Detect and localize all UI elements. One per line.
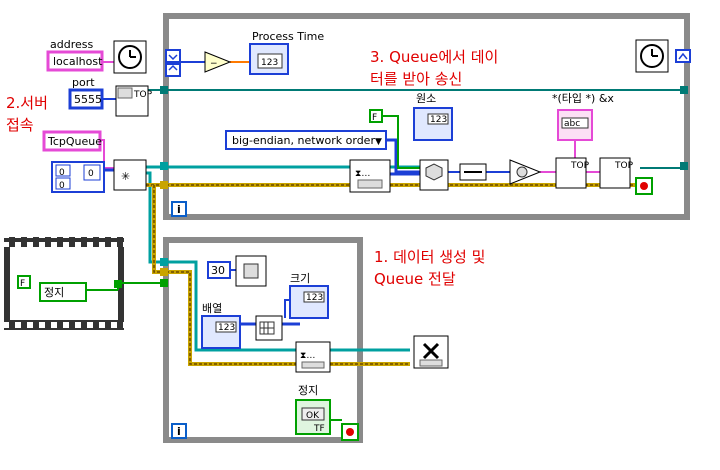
tcp-open-top-text: TOP [133, 90, 153, 100]
false-constant-top-text: F [372, 113, 377, 123]
array-index-2: 0 [59, 181, 65, 191]
port-control[interactable] [68, 88, 104, 110]
shift-register-in [165, 49, 181, 63]
size-indicator: 123 [289, 285, 329, 319]
stop-local-variable[interactable]: 정지 [39, 282, 87, 302]
stop-button-text: OK [306, 411, 320, 421]
iteration-label-top: i [177, 203, 181, 216]
shift-register-out [165, 63, 181, 77]
elements-indicator-value: 123 [430, 115, 447, 125]
wires [75, 61, 684, 421]
stop-button-tf-text: TF [313, 424, 325, 434]
tcp-write-2-top-text: TOP [614, 161, 634, 171]
iteration-terminal-top [171, 201, 187, 217]
port-label: port [72, 76, 95, 89]
string-length-node[interactable] [459, 163, 487, 181]
obtain-queue-glyph: ✳ [121, 170, 130, 183]
typecast-label: *(타입 *) &x [552, 92, 614, 105]
tunnel-connection-right [680, 162, 688, 170]
tcp-write-node-2[interactable]: TOP [599, 157, 634, 189]
process-time-indicator: 123 [249, 43, 289, 75]
note-step-2-line2: 접속 [6, 116, 34, 134]
stop-label: 정지 [298, 384, 318, 397]
process-time-value: 123 [261, 58, 278, 68]
queue-name-constant[interactable] [42, 130, 102, 152]
tick-count-clock-right[interactable] [635, 39, 669, 73]
wait-ms-node[interactable] [235, 255, 267, 287]
note-step-3-line2: 터를 받아 송신 [370, 70, 462, 88]
array-control-value: 123 [218, 323, 235, 333]
byte-order-dropdown-icon: ▼ [375, 137, 382, 147]
dequeue-glyph: ⧗… [355, 169, 370, 179]
byte-order-ring[interactable]: big-endian, network order ▼ [225, 130, 387, 150]
tick-count-clock-left[interactable] [113, 40, 147, 74]
note-step-1-line1: 1. 데이터 생성 및 [374, 248, 485, 266]
false-constant-seq-text: F [20, 279, 25, 289]
loop-stop-terminal-bottom[interactable] [341, 423, 359, 441]
loop-stop-terminal-top[interactable] [635, 177, 653, 195]
size-label: 크기 [290, 272, 310, 285]
tunnel-connection-in [160, 86, 168, 94]
stop-button-control[interactable]: OK TF [295, 399, 331, 435]
top-while-loop: i [163, 13, 690, 220]
tcp-open-connection-node[interactable]: TOP [115, 85, 153, 117]
wait-ms-value: 30 [211, 264, 225, 277]
tunnel-connection-out [680, 86, 688, 94]
tcp-write-node-1[interactable]: TOP [555, 157, 590, 189]
svg-text:−: − [210, 59, 218, 69]
tunnel-seq-out [114, 280, 122, 288]
wait-ms-constant[interactable] [207, 261, 231, 279]
tunnel-queue-in [160, 162, 168, 170]
note-step-3-line1: 3. Queue에서 데이 [370, 48, 498, 66]
address-value: localhost [53, 55, 103, 68]
false-constant-top[interactable] [369, 109, 383, 123]
type-cast-node[interactable] [509, 159, 542, 185]
iteration-terminal-bottom [171, 423, 187, 439]
bottom-while-loop: i [163, 237, 363, 443]
typecast-string-indicator: abc [557, 109, 593, 141]
note-step-1-line2: Queue 전달 [374, 270, 456, 288]
address-control[interactable] [46, 50, 104, 72]
subtract-node[interactable]: − [204, 51, 232, 73]
enqueue-element-node[interactable]: ⧗… [295, 341, 331, 373]
dequeue-element-node[interactable]: ⧗… [349, 159, 391, 193]
port-value: 5555 [74, 93, 102, 106]
note-step-2-line1: 2.서버 [6, 94, 48, 112]
byte-order-value: big-endian, network order [232, 134, 375, 147]
shift-register-right [675, 49, 691, 63]
tunnel-stop-bottom [160, 279, 168, 287]
false-constant-seq[interactable] [17, 275, 31, 289]
elements-label: 원소 [416, 92, 436, 105]
tunnel-error-in [160, 181, 168, 189]
stop-local-variable-text: 정지 [44, 286, 64, 299]
iteration-label-bottom: i [177, 425, 181, 438]
array-constant[interactable]: 0 0 0 [51, 161, 105, 193]
array-size-node[interactable] [255, 315, 283, 341]
array-control[interactable]: 123 [201, 315, 241, 349]
release-queue-node[interactable] [413, 335, 449, 369]
queue-name-value: TcpQueue [47, 135, 102, 148]
obtain-queue-node[interactable]: ✳ [113, 159, 147, 191]
typecast-indicator-value: abc [564, 119, 580, 129]
array-index-1: 0 [59, 168, 65, 178]
size-indicator-value: 123 [306, 293, 323, 303]
array-element: 0 [88, 169, 94, 179]
process-time-label: Process Time [252, 30, 324, 43]
array-label: 배열 [202, 302, 222, 315]
tcp-write-1-top-text: TOP [570, 161, 590, 171]
elements-indicator: 123 [413, 107, 453, 141]
flatten-to-string-node[interactable] [419, 159, 449, 191]
tunnel-queue-bottom [160, 258, 168, 266]
tunnel-error-bottom [160, 268, 168, 276]
address-label: address [50, 38, 93, 51]
enqueue-glyph: ⧗… [300, 351, 315, 361]
